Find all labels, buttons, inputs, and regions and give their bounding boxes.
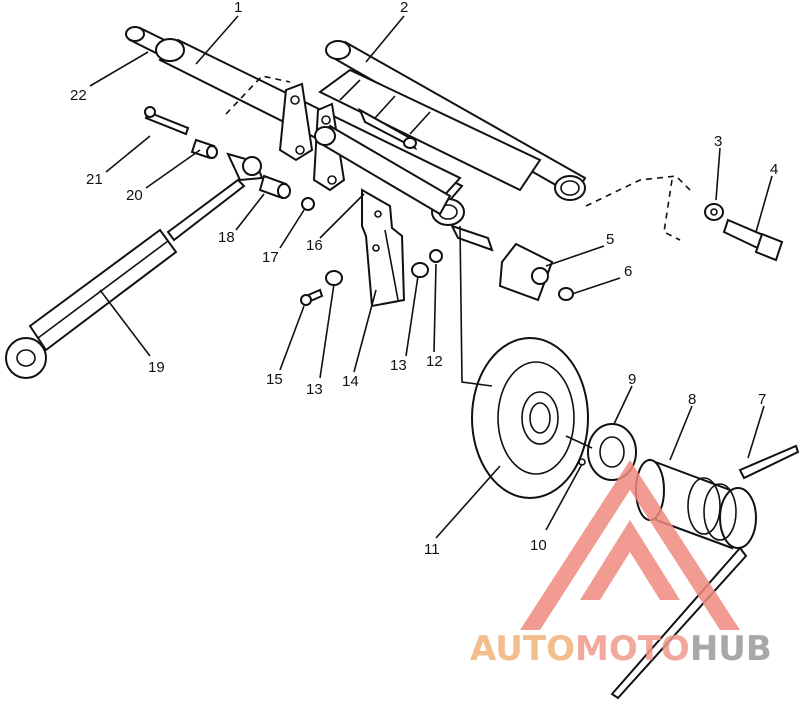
callout-11: 11 (424, 541, 440, 558)
watermark-auto: AUTO (470, 629, 575, 669)
callout-12: 12 (426, 353, 443, 370)
callout-13-left: 13 (306, 381, 323, 398)
callout-6: 6 (624, 263, 632, 280)
callout-10: 10 (530, 537, 547, 554)
callout-22: 22 (70, 87, 87, 104)
idler-arm-bracket (361, 188, 406, 308)
shock-absorber (5, 152, 264, 379)
callout-16: 16 (306, 237, 323, 254)
callout-9: 9 (628, 371, 636, 388)
callout-2: 2 (400, 0, 408, 16)
watermark-triangle (520, 460, 740, 630)
callout-20: 20 (126, 187, 143, 204)
idler-wheel-assembly (471, 337, 800, 700)
callout-17: 17 (262, 249, 279, 266)
leader-lines (89, 15, 773, 539)
watermark-text-auto: AUTOMOTOHUB (470, 629, 772, 669)
callout-1: 1 (234, 0, 242, 16)
callout-19: 19 (148, 359, 165, 376)
callout-5: 5 (606, 231, 614, 248)
callout-8: 8 (688, 391, 696, 408)
watermark-hub: HUB (690, 629, 772, 669)
hardware-small-parts (144, 106, 784, 306)
mounting-plates (278, 82, 452, 216)
center-lines (225, 75, 691, 449)
callout-3: 3 (714, 133, 722, 150)
callout-14: 14 (342, 373, 359, 390)
callout-15: 15 (266, 371, 283, 388)
upper-frame (318, 40, 587, 201)
callout-labels: 1 2 3 4 5 6 7 8 9 10 11 12 13 13 14 15 1… (70, 0, 778, 558)
callout-18: 18 (218, 229, 235, 246)
watermark: AUTOMOTOHUB (470, 460, 772, 669)
callout-21: 21 (86, 171, 103, 188)
callout-4: 4 (770, 161, 778, 178)
callout-7: 7 (758, 391, 766, 408)
callout-13-right: 13 (390, 357, 407, 374)
watermark-moto: MOTO (575, 629, 690, 669)
